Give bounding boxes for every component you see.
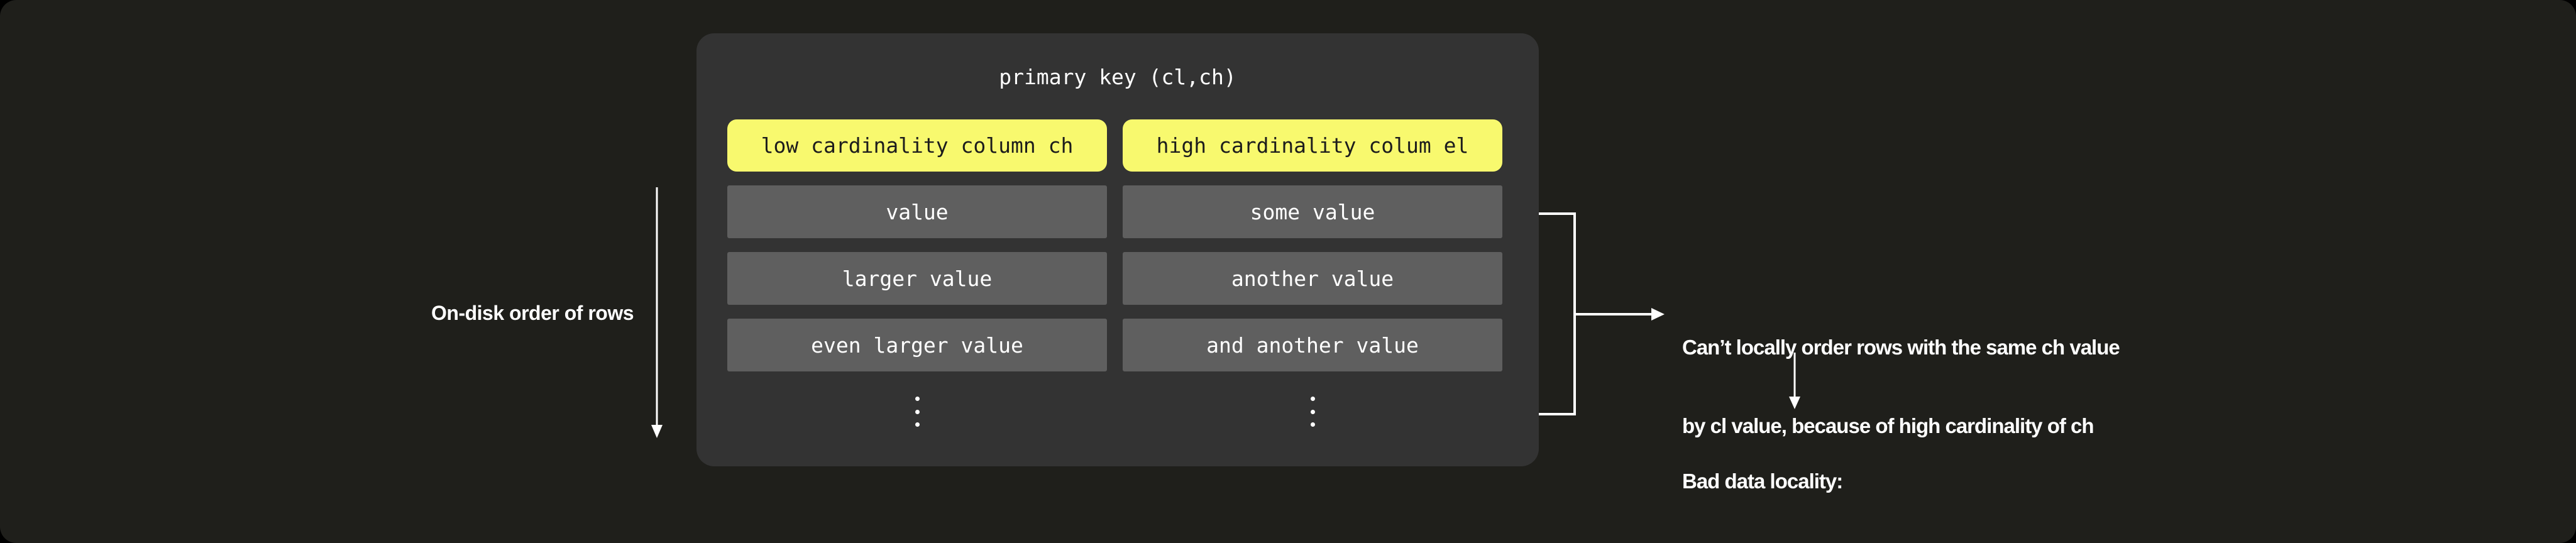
primary-key-card: primary key (cl,ch) low cardinality colu… [696, 33, 1539, 466]
ellipsis-dot [1311, 397, 1315, 401]
on-disk-order-arrow-icon [651, 187, 663, 438]
cell-ch-row3: even larger value [727, 319, 1107, 371]
annotation-line: Can’t locally order rows with the same c… [1682, 336, 2120, 359]
column-header-low-cardinality: low cardinality column ch [727, 119, 1107, 172]
ellipsis-dot [915, 397, 920, 401]
annotation-line: Bad data locality: [1682, 469, 1843, 493]
locality-annotation: Bad data locality: cl data is in random … [1682, 419, 2053, 543]
ellipsis-dot [915, 422, 920, 427]
callout-right-arrow-icon [1575, 308, 1665, 321]
cell-ch-row2: larger value [727, 252, 1107, 305]
on-disk-order-label: On-disk order of rows [431, 302, 634, 324]
ellipsis-dot [1311, 409, 1315, 414]
cell-el-row1: some value [1123, 185, 1502, 238]
cell-el-row2: another value [1123, 252, 1502, 305]
primary-key-title: primary key (cl,ch) [999, 65, 1236, 89]
cardinality-annotation: Can’t locally order rows with the same c… [1682, 284, 2120, 489]
ellipsis-dot [1311, 422, 1315, 427]
ellipsis-dot [915, 409, 920, 414]
column-header-high-cardinality: high cardinality colum el [1123, 119, 1502, 172]
vertical-ellipsis-icon [1311, 397, 1315, 427]
cell-ch-row1: value [727, 185, 1107, 238]
cell-el-row3: and another value [1123, 319, 1502, 371]
annotation-line: by cl value, because of high cardinality… [1682, 414, 2094, 437]
vertical-ellipsis-icon [915, 397, 920, 427]
